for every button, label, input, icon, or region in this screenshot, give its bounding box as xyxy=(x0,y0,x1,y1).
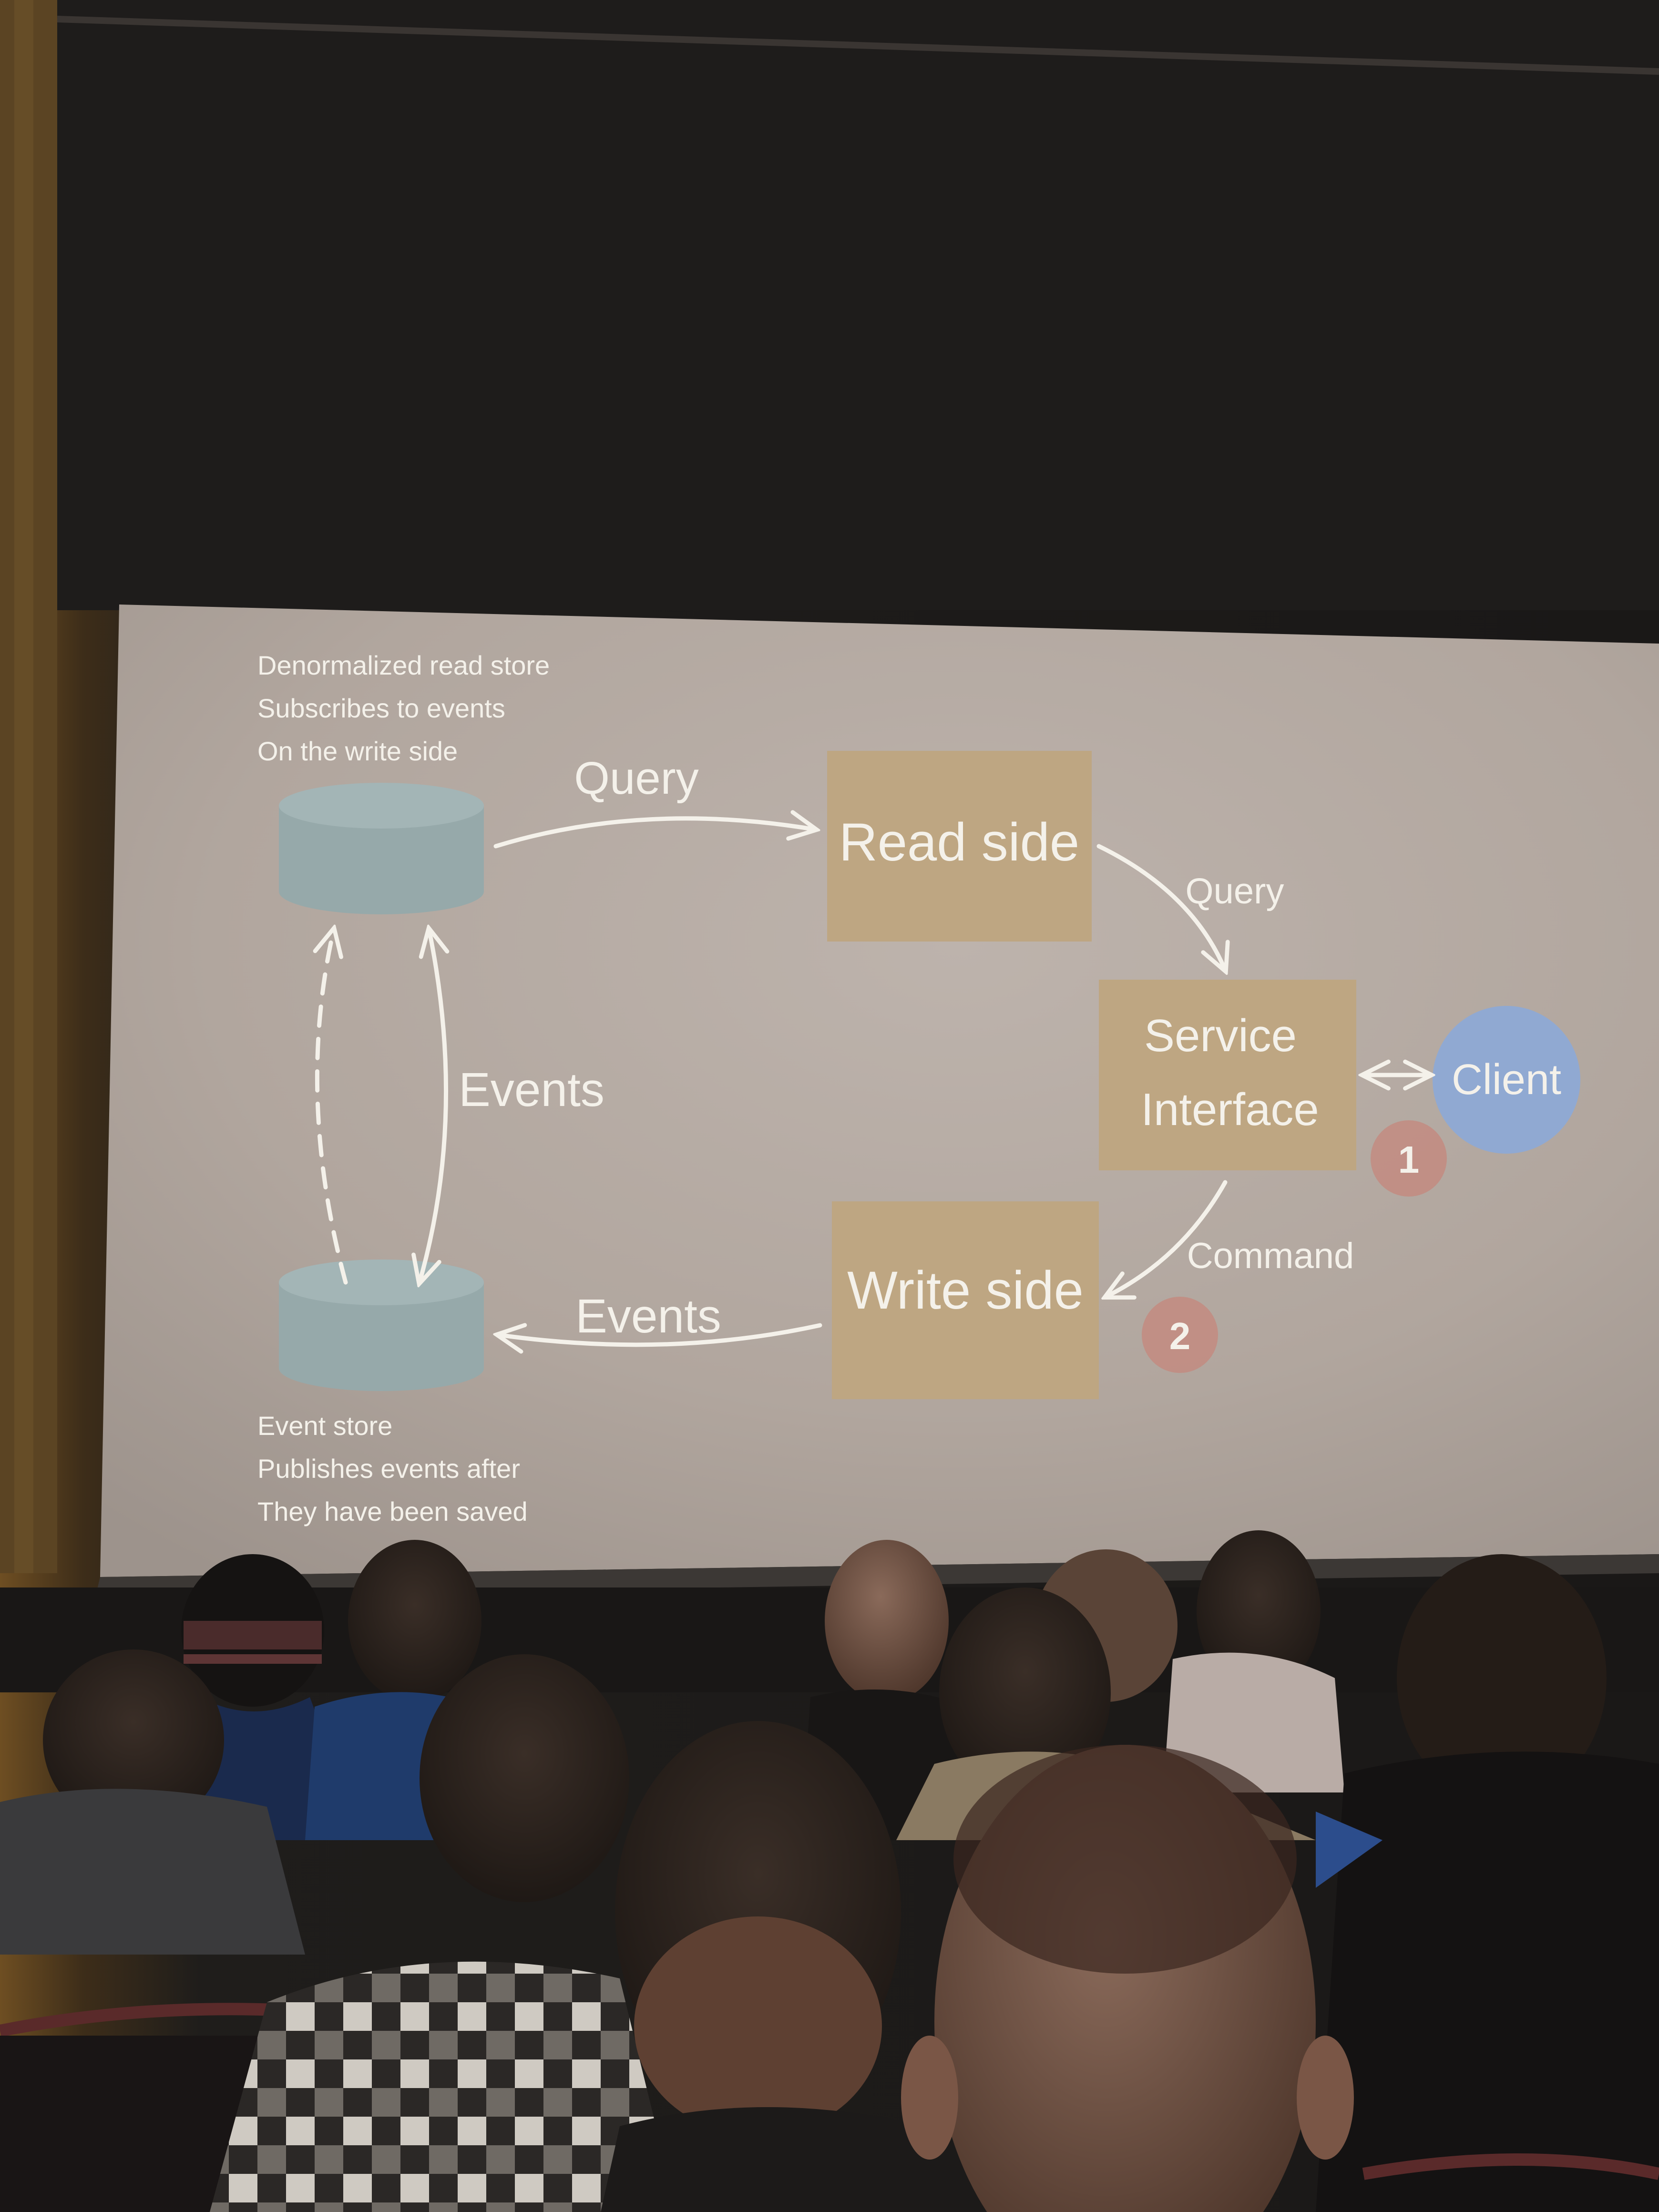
read-store-note-line-2: Subscribes to events xyxy=(257,693,505,723)
read-store-note: Denormalized read store Subscribes to ev… xyxy=(257,650,550,766)
query-label-right: Query xyxy=(1186,871,1284,911)
event-store-note-line-3: They have been saved xyxy=(257,1496,528,1526)
step-badge-1 xyxy=(1371,1120,1447,1197)
step-badge-2-label: 2 xyxy=(1169,1315,1191,1357)
write-side-box xyxy=(832,1201,1099,1399)
client-label: Client xyxy=(1452,1056,1561,1104)
command-arrow xyxy=(1106,1180,1228,1297)
audience xyxy=(0,1530,1659,2212)
screen-housing xyxy=(57,0,1659,610)
events-arrow-solid xyxy=(420,930,446,1282)
step-badge-2 xyxy=(1142,1297,1218,1373)
event-store-note-line-2: Publishes events after xyxy=(257,1454,520,1484)
events-label-bottom: Events xyxy=(575,1290,721,1343)
read-side-label: Read side xyxy=(839,812,1079,872)
read-store-note-line-1: Denormalized read store xyxy=(257,650,550,680)
read-side-box xyxy=(827,751,1092,942)
service-interface-label-2: Interface xyxy=(1141,1084,1319,1135)
service-interface-label-1: Service xyxy=(1144,1010,1297,1061)
event-store-note: Event store Publishes events after They … xyxy=(257,1411,528,1526)
events-label-vertical: Events xyxy=(459,1063,604,1116)
events-arrow-bottom xyxy=(498,1325,822,1345)
read-store-note-line-3: On the write side xyxy=(257,736,458,766)
projection-screen xyxy=(100,604,1659,1577)
service-interface-box xyxy=(1099,980,1356,1170)
event-store-cylinder xyxy=(279,1260,484,1391)
client-circle xyxy=(1433,1006,1580,1154)
query-arrow-right xyxy=(1096,844,1225,970)
query-arrow-top xyxy=(493,819,815,849)
events-arrow-dashed xyxy=(317,930,348,1285)
arrow-labels: Query Query Events Events Command xyxy=(459,753,1354,1343)
command-label: Command xyxy=(1187,1236,1354,1276)
diagram-arrows xyxy=(317,819,1430,1345)
write-side-label: Write side xyxy=(847,1260,1084,1320)
event-store-note-line-1: Event store xyxy=(257,1411,392,1441)
step-badge-1-label: 1 xyxy=(1398,1138,1420,1181)
query-label-top: Query xyxy=(574,753,698,804)
read-store-cylinder xyxy=(279,783,484,914)
